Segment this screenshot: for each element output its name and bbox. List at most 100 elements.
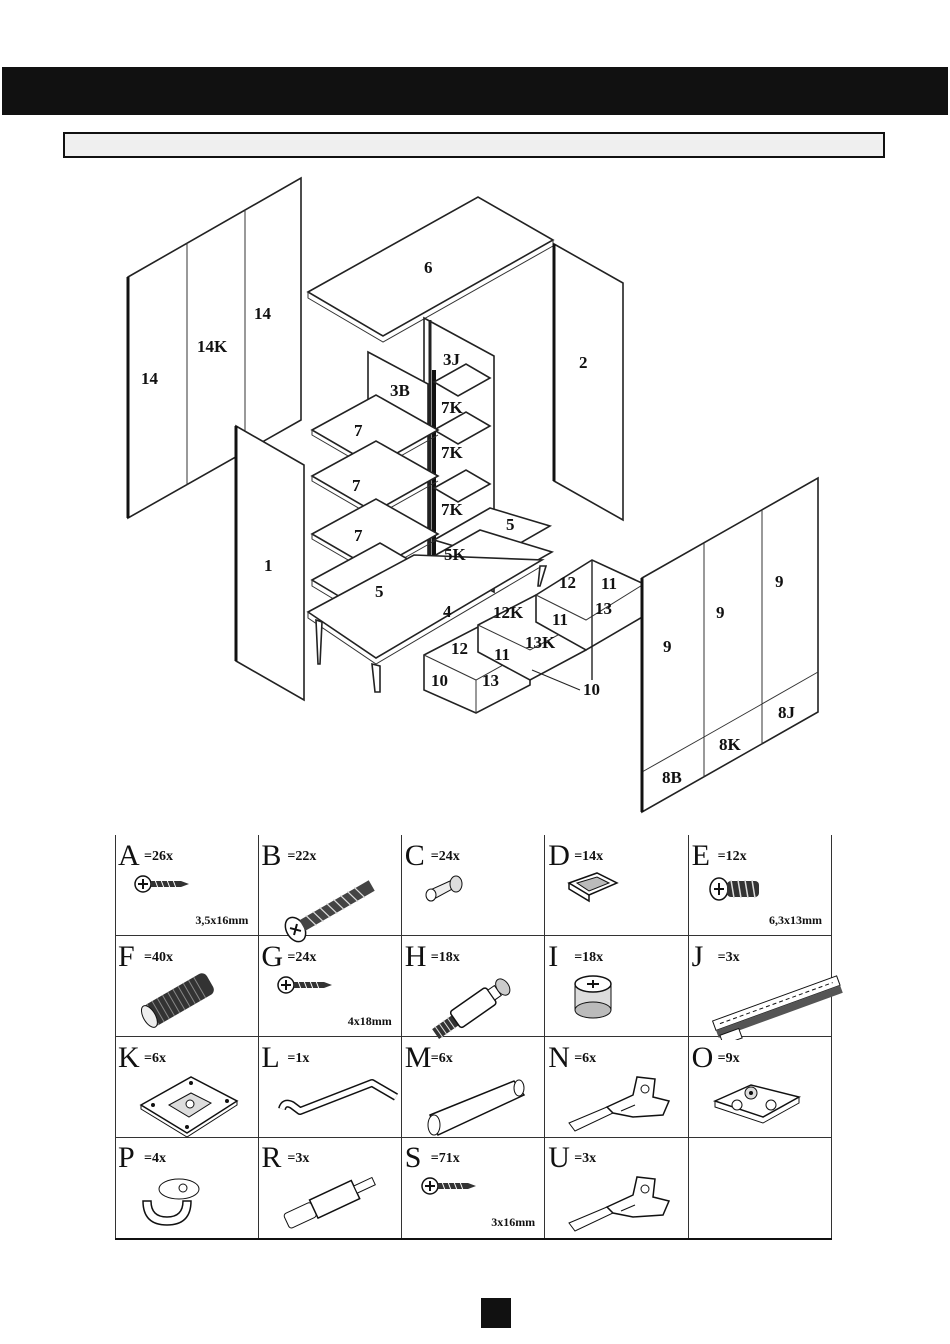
- push-latch-icon: [276, 1171, 386, 1236]
- dowel-icon: [133, 970, 223, 1035]
- screw-icon: [420, 1171, 480, 1206]
- hinge-plate-icon: [707, 1071, 807, 1136]
- hardware-item-f: F=40x: [115, 936, 258, 1037]
- hardware-letter: P: [118, 1143, 135, 1173]
- label-11: 11: [494, 645, 510, 664]
- hardware-item-c: C =24x: [402, 835, 545, 936]
- hardware-letter: R: [261, 1143, 281, 1173]
- label-13: 13: [482, 671, 499, 690]
- hardware-item-i: I =18x: [545, 936, 688, 1037]
- hardware-quantity: =6x: [144, 1051, 166, 1067]
- label-11: 11: [601, 574, 617, 593]
- label-7k: 7K: [441, 500, 464, 519]
- label-7k: 7K: [441, 398, 464, 417]
- label-14: 14: [254, 304, 272, 323]
- mounting-plate-icon: [133, 1071, 243, 1146]
- label-13k: 13K: [525, 633, 556, 652]
- hardware-quantity: =6x: [431, 1051, 453, 1067]
- label-12k: 12K: [493, 603, 524, 622]
- hardware-letter: I: [548, 942, 558, 972]
- hardware-letter: J: [692, 942, 704, 972]
- hardware-item-o: O=9x: [689, 1037, 832, 1138]
- label-5: 5: [375, 582, 384, 601]
- hardware-quantity: =71x: [431, 1151, 460, 1167]
- hardware-quantity: =3x: [718, 950, 740, 966]
- page-number-box: [481, 1298, 511, 1328]
- hardware-dimension: 6,3x13mm: [769, 913, 822, 928]
- section-title-bar: [63, 132, 885, 158]
- rail-holder-icon: [133, 1171, 213, 1236]
- label-6: 6: [424, 258, 433, 277]
- exploded-assembly-diagram: 14 14K 14 6 2 3J 3B 7K 7K 7K 7 7 7 5 5K …: [0, 165, 950, 820]
- label-5k: 5K: [444, 545, 467, 564]
- hardware-letter: C: [405, 841, 425, 871]
- hardware-item-k: K=6x: [115, 1037, 258, 1138]
- label-8j: 8J: [778, 703, 796, 722]
- shelf-pin-icon: [420, 869, 470, 914]
- screw-icon: [133, 869, 193, 904]
- cam-lock-icon: [563, 970, 623, 1025]
- hardware-letter: B: [261, 841, 281, 871]
- label-1: 1: [264, 556, 273, 575]
- hardware-letter: M: [405, 1043, 432, 1073]
- drawer-slide-icon: [707, 970, 847, 1045]
- hardware-letter: N: [548, 1043, 570, 1073]
- hardware-letter: G: [261, 942, 283, 972]
- label-5: 5: [506, 515, 515, 534]
- hardware-item-m: M=6x: [402, 1037, 545, 1138]
- label-9: 9: [663, 637, 672, 656]
- hardware-item-e: E =12x 6,3x13mm: [689, 835, 832, 936]
- hardware-item-n: N=6x: [545, 1037, 688, 1138]
- hardware-quantity: =12x: [718, 849, 747, 865]
- label-9: 9: [716, 603, 725, 622]
- hardware-item-h: H=18x: [402, 936, 545, 1037]
- label-13: 13: [595, 599, 612, 618]
- hardware-quantity: =3x: [574, 1151, 596, 1167]
- label-11: 11: [552, 610, 568, 629]
- hardware-quantity: =22x: [287, 849, 316, 865]
- hardware-letter: K: [118, 1043, 140, 1073]
- label-3b: 3B: [390, 381, 410, 400]
- hardware-dimension: 3x16mm: [491, 1215, 535, 1230]
- hardware-item-u: U=3x: [545, 1137, 688, 1238]
- hardware-quantity: =24x: [431, 849, 460, 865]
- hardware-letter: E: [692, 841, 710, 871]
- hardware-letter: S: [405, 1143, 422, 1173]
- hardware-quantity: =24x: [287, 950, 316, 966]
- hardware-quantity: =3x: [287, 1151, 309, 1167]
- clip-icon: [563, 869, 623, 910]
- hardware-letter: U: [548, 1143, 570, 1173]
- label-10: 10: [431, 671, 448, 690]
- label-4: 4: [443, 602, 452, 621]
- hinge-icon: [563, 1171, 683, 1246]
- hardware-letter: D: [548, 841, 570, 871]
- hardware-item-l: L=1x: [258, 1037, 401, 1138]
- hardware-item-j: J =3x: [689, 936, 832, 1037]
- label-7: 7: [354, 526, 363, 545]
- hardware-quantity: =6x: [574, 1051, 596, 1067]
- label-14: 14: [141, 369, 159, 388]
- hardware-quantity: =40x: [144, 950, 173, 966]
- label-7: 7: [352, 476, 361, 495]
- hinge-icon: [563, 1071, 683, 1146]
- side-panel-right: [554, 244, 623, 520]
- label-9: 9: [775, 572, 784, 591]
- label-10: 10: [583, 680, 600, 699]
- hardware-letter: H: [405, 942, 427, 972]
- label-8b: 8B: [662, 768, 682, 787]
- label-2: 2: [579, 353, 588, 372]
- label-14k: 14K: [197, 337, 228, 356]
- hardware-quantity: =4x: [144, 1151, 166, 1167]
- hardware-letter: O: [692, 1043, 714, 1073]
- hardware-item-s: S =71x 3x16mm: [402, 1137, 545, 1238]
- label-8k: 8K: [719, 735, 742, 754]
- allen-key-icon: [276, 1071, 406, 1136]
- header-bar: [2, 67, 948, 115]
- leg-icon: [420, 1071, 530, 1146]
- hardware-quantity: =18x: [574, 950, 603, 966]
- hardware-item-r: R =3x: [258, 1137, 401, 1238]
- label-7: 7: [354, 421, 363, 440]
